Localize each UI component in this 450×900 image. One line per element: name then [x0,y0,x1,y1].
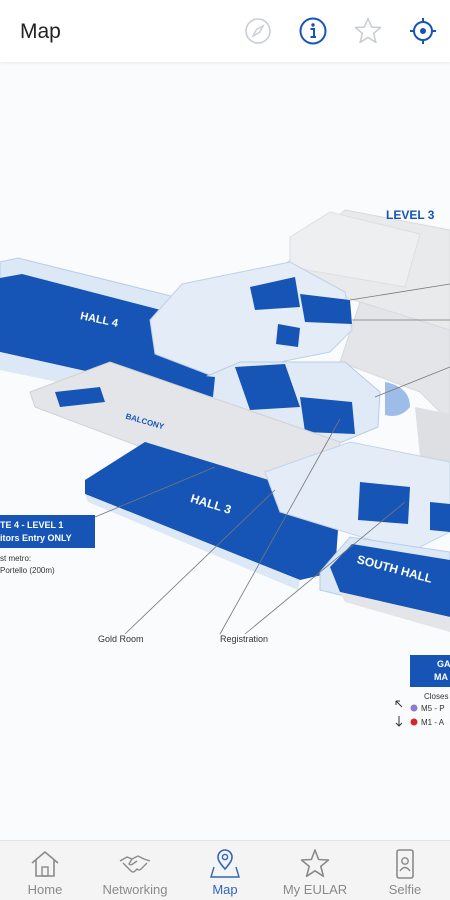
star-icon[interactable] [353,16,383,46]
metro-m1-dot [410,718,418,726]
floor-plan-drawing [0,209,450,727]
tab-label: Home [27,882,63,897]
home-icon [31,850,59,877]
tab-label: Selfie [388,882,422,897]
compass-icon[interactable] [243,16,273,46]
metro-m5-dot [410,704,418,712]
gate-right-closest: Closes [424,692,449,701]
bottom-tab-bar: Home Networking Map My EULAR Selfie [0,840,450,900]
gate-left-metro: st metro: [0,554,32,563]
gate-left-metro-station: Portello (200m) [0,566,55,575]
star-icon [300,849,330,878]
level-label: LEVEL 3 [386,208,435,222]
page-title: Map [20,20,61,43]
tab-map[interactable]: Map [180,841,270,900]
map-pin-icon [210,849,240,878]
tab-label: Networking [102,882,168,897]
tab-label: My EULAR [282,882,348,897]
gate-right-subtitle: MA [434,672,448,682]
app-header: Map [0,0,450,62]
info-icon[interactable] [298,16,328,46]
selfie-icon [396,849,414,879]
tab-home[interactable]: Home [0,841,90,900]
tab-selfie[interactable]: Selfie [360,841,450,900]
arrow-down-icon [395,716,403,727]
metro-m1-label: M1 - A [421,718,445,727]
tab-label: Map [212,882,238,897]
gate-left-title: TE 4 - LEVEL 1 [0,520,64,530]
metro-m5-label: M5 - P [421,704,445,713]
floor-map[interactable]: LEVEL 3 HALL 4 BALCONY HALL 3 SOUTH HALL… [0,62,450,840]
gate-left-subtitle: itors Entry ONLY [0,533,72,543]
tab-networking[interactable]: Networking [90,841,180,900]
registration-label[interactable]: Registration [220,634,269,644]
handshake-icon [119,855,151,873]
gold-room-label[interactable]: Gold Room [98,634,144,644]
locate-icon[interactable] [408,16,438,46]
gate-right-title: GA [437,659,450,669]
tab-my-eular[interactable]: My EULAR [270,841,360,900]
arrow-nw-icon [395,700,403,708]
